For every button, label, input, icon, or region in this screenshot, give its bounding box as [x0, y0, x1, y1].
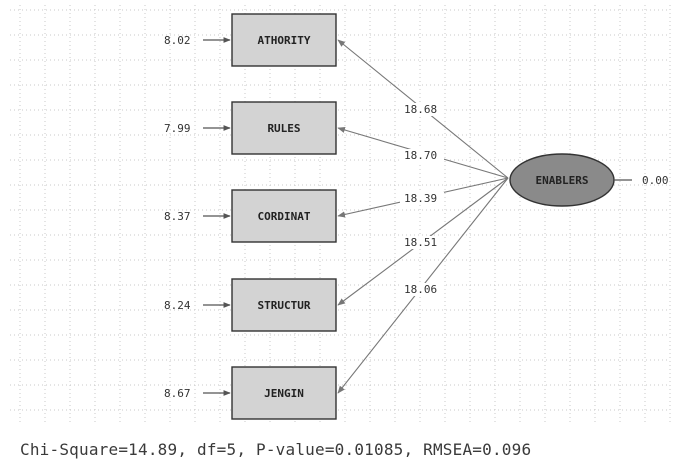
- indicator-box: ATHORITY: [231, 13, 337, 67]
- loading-t-value: 18.39: [404, 192, 437, 205]
- fit-statistics: Chi-Square=14.89, df=5, P-value=0.01085,…: [20, 440, 532, 459]
- loading-t-value: 18.06: [404, 283, 437, 296]
- loading-path: 18.70: [337, 127, 509, 179]
- indicator-label: RULES: [267, 122, 300, 135]
- indicator-boxes: ATHORITY RULES CORDINAT STRUCTUR JENGIN: [231, 13, 337, 420]
- error-terms: 8.02 7.99 8.37 8.24 8.67: [164, 34, 231, 400]
- indicator-rect: [231, 101, 337, 155]
- indicator-label: CORDINAT: [258, 210, 311, 223]
- loading-label-bg: [400, 236, 444, 249]
- loading-path: 18.68: [337, 39, 509, 179]
- error-variance-value: 8.67: [164, 387, 191, 400]
- latent-label: ENABLERS: [536, 174, 589, 187]
- loading-path: 18.06: [337, 177, 509, 394]
- indicator-box: STRUCTUR: [231, 278, 337, 332]
- indicator-error: 8.24: [164, 299, 231, 312]
- indicator-label: ATHORITY: [258, 34, 311, 47]
- loading-paths: 18.68 18.70 18.39 18.51 18.06: [337, 39, 509, 394]
- indicator-rect: [231, 13, 337, 67]
- error-variance-value: 8.02: [164, 34, 191, 47]
- indicator-box: CORDINAT: [231, 189, 337, 243]
- loading-label-bg: [400, 192, 444, 205]
- indicator-error: 8.67: [164, 387, 231, 400]
- indicator-label: JENGIN: [264, 387, 304, 400]
- loading-label-bg: [400, 283, 444, 296]
- indicator-rect: [231, 189, 337, 243]
- indicator-rect: [231, 278, 337, 332]
- indicator-rect: [231, 366, 337, 420]
- loading-t-value: 18.70: [404, 149, 437, 162]
- error-variance-value: 7.99: [164, 122, 191, 135]
- indicator-box: JENGIN: [231, 366, 337, 420]
- loading-label-bg: [400, 103, 444, 116]
- loading-path: 18.51: [337, 177, 509, 306]
- error-variance-value: 8.24: [164, 299, 191, 312]
- indicator-label: STRUCTUR: [258, 299, 311, 312]
- loading-label-bg: [400, 149, 444, 162]
- indicator-box: RULES: [231, 101, 337, 155]
- latent-error-value: 0.00: [642, 174, 669, 187]
- error-variance-value: 8.37: [164, 210, 191, 223]
- loading-t-value: 18.51: [404, 236, 437, 249]
- latent-variable: ENABLERS 0.00: [509, 153, 669, 207]
- loading-t-value: 18.68: [404, 103, 437, 116]
- indicator-error: 8.37: [164, 210, 231, 223]
- indicator-error: 8.02: [164, 34, 231, 47]
- indicator-error: 7.99: [164, 122, 231, 135]
- loading-path: 18.39: [337, 177, 509, 218]
